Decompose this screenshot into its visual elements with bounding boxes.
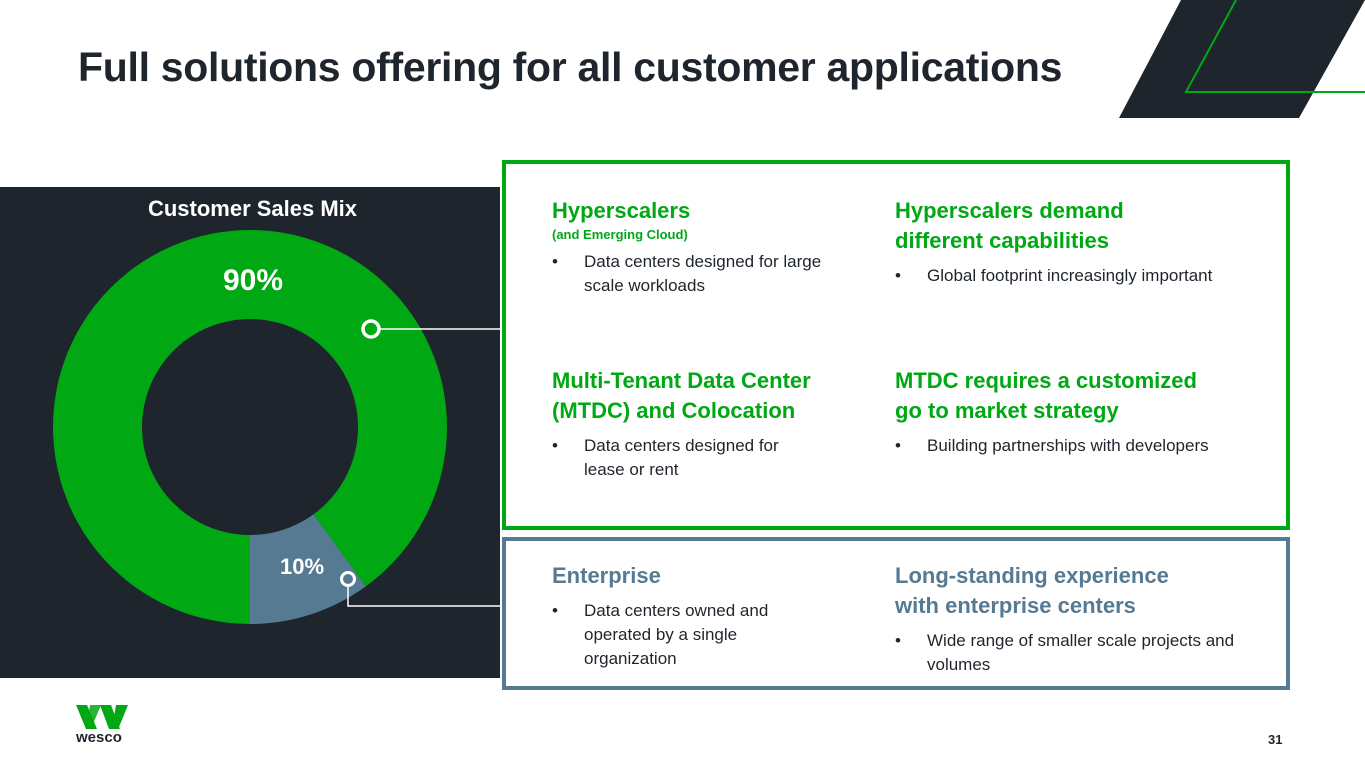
cell-heading: Enterprise [552,563,661,588]
bullet: Data centers designed for lease or rent [552,434,812,482]
bullet: Wide range of smaller scale projects and… [895,629,1235,677]
cell-heading: MTDC requires a customized go to market … [895,368,1197,423]
wesco-logo-text: wesco [76,729,122,746]
page-title: Full solutions offering for all customer… [78,44,1063,90]
cell-hyperscaler-demand: Hyperscalers demand different capabiliti… [895,196,1275,288]
page-number: 31 [1268,732,1283,747]
hyperscaler-mtdc-box: Hyperscalers (and Emerging Cloud) Data c… [502,160,1290,530]
connector-marker-2 [340,571,356,587]
cell-heading: Hyperscalers demand different capabiliti… [895,198,1124,253]
cell-mtdc: Multi-Tenant Data Center (MTDC) and Colo… [552,366,882,482]
chart-title: Customer Sales Mix [147,196,358,221]
connector-marker-1 [361,319,381,339]
bullet: Data centers designed for large scale wo… [552,250,822,298]
bullet: Global footprint increasingly important [895,264,1275,288]
corner-decoration [1119,0,1365,118]
enterprise-box: Enterprise Data centers owned and operat… [502,537,1290,690]
donut-slice-1 [53,229,447,624]
cell-heading: Multi-Tenant Data Center (MTDC) and Colo… [552,368,811,423]
slice-label-1: 90% [223,264,283,297]
bullet: Data centers owned and operated by a sin… [552,599,792,671]
cell-enterprise: Enterprise Data centers owned and operat… [552,561,882,671]
slice-label-2: 10% [280,554,324,579]
cell-hyperscalers: Hyperscalers (and Emerging Cloud) Data c… [552,196,882,298]
cell-enterprise-experience: Long-standing experience with enterprise… [895,561,1275,677]
cell-subheading: (and Emerging Cloud) [552,227,688,242]
connector-line-2 [347,587,502,607]
wesco-logo-icon [76,705,128,729]
cell-mtdc-strategy: MTDC requires a customized go to market … [895,366,1275,458]
donut-slice-2 [250,514,366,624]
donut-chart: 90% 10% [53,229,502,624]
cell-heading: Long-standing experience with enterprise… [895,563,1169,618]
bullet: Building partnerships with developers [895,434,1275,458]
cell-heading: Hyperscalers [552,198,691,223]
